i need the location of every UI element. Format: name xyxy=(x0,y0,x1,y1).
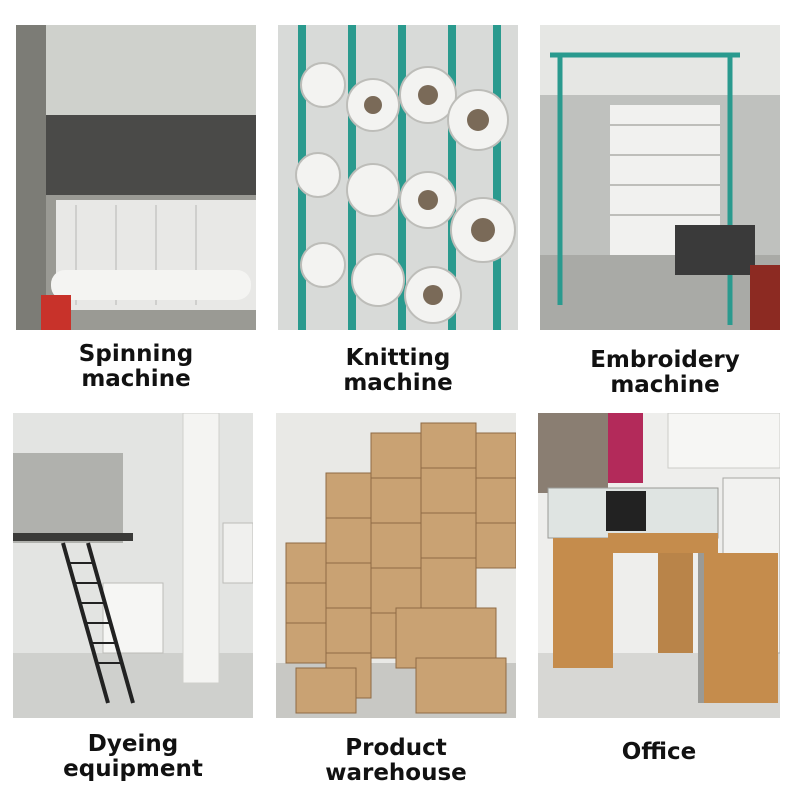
photo-dyeing-equipment xyxy=(13,413,253,718)
caption-spinning-machine: Spinning machine xyxy=(78,341,194,392)
caption-product-warehouse: Product warehouse xyxy=(325,735,467,786)
caption-office: Office xyxy=(621,739,697,765)
caption-embroidery-machine: Embroidery machine xyxy=(590,347,740,398)
photo-embroidery-machine xyxy=(540,25,780,330)
photo-office xyxy=(538,413,780,718)
photo-knitting-machine xyxy=(278,25,518,330)
photo-product-warehouse xyxy=(276,413,516,718)
caption-dyeing-equipment: Dyeing equipment xyxy=(63,731,203,782)
photo-spinning-machine xyxy=(16,25,256,330)
caption-knitting-machine: Knitting machine xyxy=(343,345,453,396)
